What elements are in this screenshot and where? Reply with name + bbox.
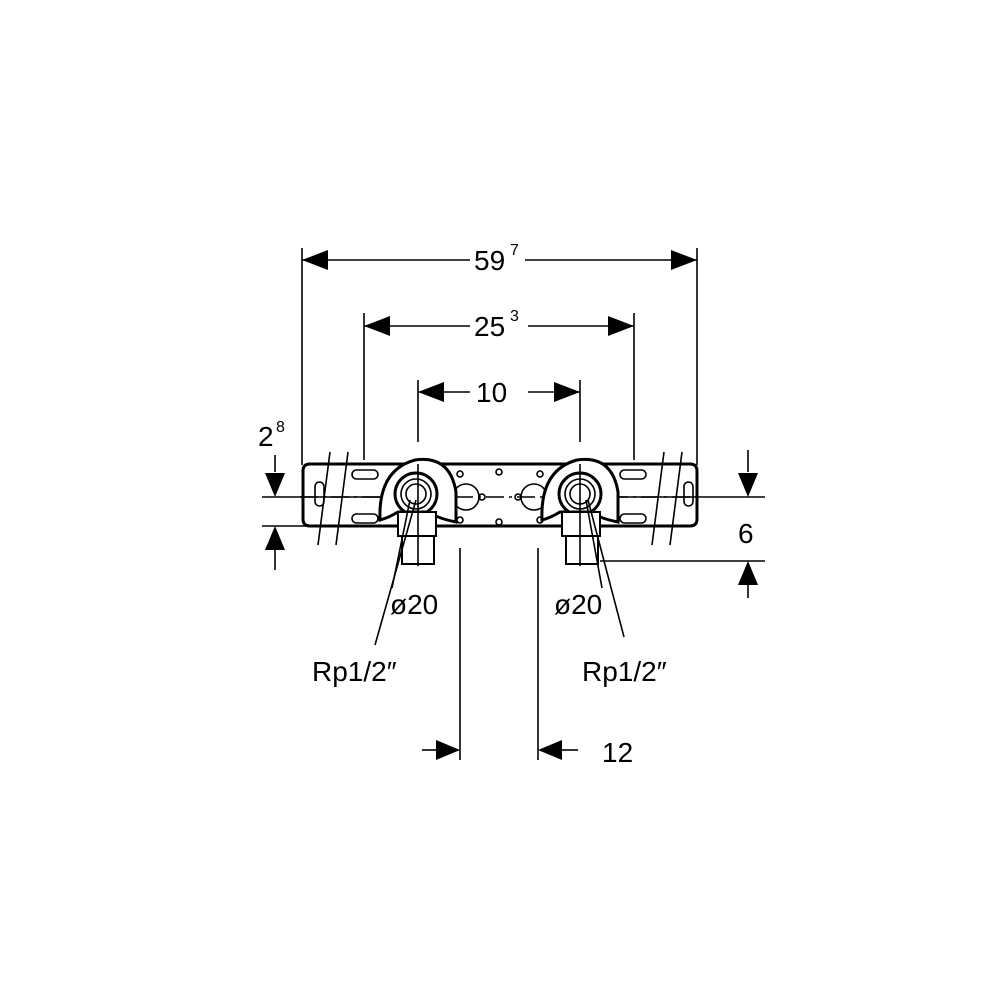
outlet-offset-dimension: 6: [600, 450, 765, 598]
plate-hole: [495, 468, 503, 476]
outlet-distance-dimension: 10: [417, 377, 581, 442]
right-diameter-label: ø20: [554, 589, 602, 620]
leader-right-diameter: [585, 499, 603, 589]
arrowhead-up: [738, 561, 758, 585]
outlet-offset-value: 6: [738, 518, 754, 549]
mounting-slot: [351, 469, 379, 480]
break-line: [651, 451, 665, 546]
arrowhead-right: [671, 250, 697, 270]
overall-width-sup: 7: [510, 242, 519, 259]
arrowhead-left: [302, 250, 328, 270]
outlet-distance-value: 10: [476, 377, 507, 408]
fixing-distance-dimension: 25 3: [363, 308, 635, 460]
mounting-slot: [314, 481, 325, 507]
break-line: [335, 451, 349, 546]
overall-width-value: 59: [474, 245, 505, 276]
mounting-plate: [300, 451, 700, 546]
leader-right-thread: [587, 499, 625, 638]
arrowhead-right: [554, 382, 580, 402]
depth-value: 2: [258, 421, 274, 452]
mounting-slot: [683, 481, 694, 507]
arrowhead-down: [265, 473, 285, 497]
left-thread-label: Rp1/2″: [312, 656, 397, 687]
depth-sup: 8: [276, 419, 285, 436]
arrowhead-left: [418, 382, 444, 402]
leader-left-thread: [374, 499, 417, 646]
arrowhead-right: [608, 316, 634, 336]
arrowhead-left: [364, 316, 390, 336]
arrowhead-down: [738, 473, 758, 497]
mounting-slot: [351, 513, 379, 524]
arrowhead-right: [436, 740, 460, 760]
plate-hole: [495, 518, 503, 526]
left-elbow-fitting: [378, 457, 458, 566]
plate-hole: [456, 470, 464, 478]
arrowhead-left: [538, 740, 562, 760]
left-diameter-label: ø20: [390, 589, 438, 620]
right-thread-label: Rp1/2″: [582, 656, 667, 687]
gap-dimension: 12: [422, 548, 633, 768]
leader-lines: [374, 499, 625, 646]
mounting-slot: [619, 469, 647, 480]
right-elbow-fitting: [540, 457, 620, 566]
mounting-slot: [619, 513, 647, 524]
gap-value: 12: [602, 737, 633, 768]
fixing-distance-value: 25: [474, 311, 505, 342]
plate-hole: [456, 516, 464, 524]
arrowhead-up: [265, 526, 285, 550]
fixing-distance-sup: 3: [510, 308, 519, 325]
overall-width-dimension: 59 7: [301, 242, 698, 465]
break-line: [669, 451, 683, 546]
plate-hole: [536, 470, 544, 478]
